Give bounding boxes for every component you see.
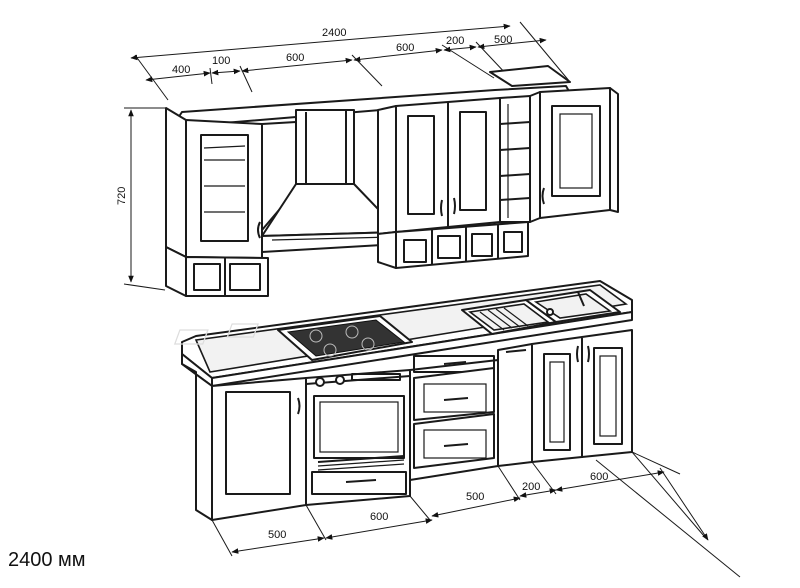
dim-bottom-3: 500 bbox=[466, 491, 484, 503]
dim-seg-5: 200 bbox=[446, 35, 464, 47]
dim-height: 720 bbox=[116, 187, 128, 205]
caption: 2400 мм bbox=[8, 549, 86, 571]
dim-bottom-4: 200 bbox=[522, 481, 540, 493]
height-dimension: 720 bbox=[116, 107, 166, 291]
top-dimensions: 2400 400 100 600 600 200 500 bbox=[130, 21, 571, 101]
dim-seg-2: 100 bbox=[212, 55, 230, 67]
dim-seg-1: 400 bbox=[172, 64, 190, 76]
upper-cabinets bbox=[165, 65, 619, 297]
dim-bottom-1: 500 bbox=[268, 529, 286, 541]
dim-seg-3: 600 bbox=[286, 52, 304, 64]
dim-total: 2400 bbox=[322, 27, 346, 39]
dim-bottom-2: 600 bbox=[370, 511, 388, 523]
dim-bottom-5: 600 bbox=[590, 471, 608, 483]
bottom-dimensions: 500 600 500 200 600 bbox=[211, 451, 741, 578]
dim-seg-6: 500 bbox=[494, 34, 512, 46]
lower-cabinets bbox=[173, 280, 633, 521]
dim-seg-4: 600 bbox=[396, 42, 414, 54]
